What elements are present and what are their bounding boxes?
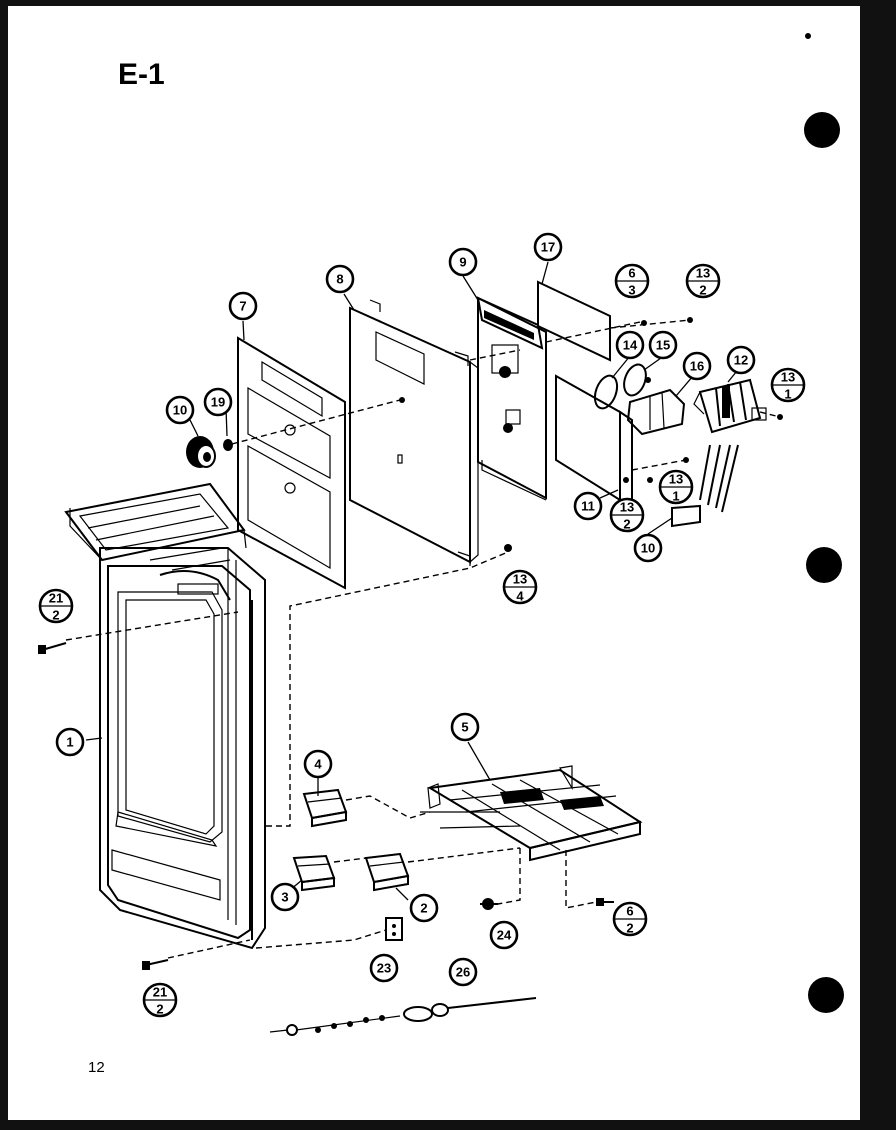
part-screw: [142, 959, 169, 970]
callout-1: 1: [55, 727, 85, 757]
page-number: 12: [88, 1059, 105, 1076]
callout-26: 26: [448, 957, 478, 987]
svg-text:2: 2: [52, 608, 59, 623]
callout-13-1-mid: 131: [658, 469, 694, 505]
svg-text:2: 2: [156, 1002, 163, 1017]
svg-text:4: 4: [516, 589, 524, 604]
svg-text:8: 8: [336, 272, 343, 287]
svg-text:13: 13: [696, 266, 710, 281]
part-mounting-plate: [349, 299, 479, 566]
part-screw: [596, 898, 614, 906]
svg-text:13: 13: [513, 572, 527, 587]
binder-hole: [806, 547, 842, 583]
svg-text:5: 5: [461, 720, 468, 735]
callout-6-3: 63: [614, 263, 650, 299]
part-screw: [38, 642, 67, 654]
svg-text:13: 13: [620, 500, 634, 515]
binder-hole: [808, 977, 844, 1013]
callout-23: 23: [369, 953, 399, 983]
svg-text:19: 19: [211, 395, 225, 410]
svg-text:21: 21: [49, 591, 63, 606]
svg-text:2: 2: [623, 517, 630, 532]
part-probe-chain: [269, 997, 537, 1036]
assembly-guide-lines: [65, 319, 781, 959]
callout-8: 8: [325, 264, 355, 294]
callout-21-2-bottom: 212: [142, 982, 178, 1018]
part-door-frame: [64, 482, 266, 950]
callout-7: 7: [228, 291, 258, 321]
svg-text:11: 11: [581, 499, 595, 514]
callout-6-2: 62: [612, 901, 648, 937]
svg-text:16: 16: [690, 359, 704, 374]
callout-10-knob: 10: [165, 395, 195, 425]
svg-text:6: 6: [626, 904, 633, 919]
corner-mark: [805, 33, 811, 39]
part-switch-assembly: [671, 378, 767, 528]
callout-3: 3: [270, 882, 300, 912]
svg-text:2: 2: [420, 901, 427, 916]
callout-13-2-top: 132: [685, 263, 721, 299]
part-relay: [623, 363, 651, 397]
part-latch-board: [420, 765, 643, 862]
svg-text:15: 15: [656, 338, 670, 353]
callout-16: 16: [682, 351, 712, 381]
svg-text:6: 6: [628, 266, 635, 281]
callout-17: 17: [533, 232, 563, 262]
part-outer-panel: [237, 336, 346, 590]
svg-text:14: 14: [623, 338, 638, 353]
part-transformer: [626, 388, 686, 436]
svg-text:2: 2: [699, 283, 706, 298]
part-switch: [292, 854, 336, 892]
svg-text:7: 7: [239, 299, 246, 314]
callout-11: 11: [573, 491, 603, 521]
part-knob: [186, 436, 216, 468]
svg-text:1: 1: [66, 735, 73, 750]
svg-text:24: 24: [497, 928, 512, 943]
svg-text:9: 9: [459, 255, 466, 270]
svg-text:1: 1: [672, 489, 679, 504]
svg-text:17: 17: [541, 240, 555, 255]
part-switch: [364, 852, 410, 892]
svg-text:2: 2: [626, 921, 633, 936]
callout-15: 15: [648, 330, 678, 360]
part-switch: [302, 788, 348, 828]
svg-text:23: 23: [377, 961, 391, 976]
part-spring: [223, 439, 233, 451]
callout-13-2-mid: 132: [609, 497, 645, 533]
svg-text:13: 13: [781, 370, 795, 385]
svg-text:21: 21: [153, 985, 167, 1000]
svg-text:10: 10: [641, 541, 655, 556]
callout-21-2-left: 212: [38, 588, 74, 624]
part-plug: [385, 917, 403, 941]
svg-text:4: 4: [314, 757, 322, 772]
svg-text:3: 3: [281, 890, 288, 905]
part-clip: [480, 898, 498, 910]
page-title: E-1: [118, 58, 165, 91]
svg-text:13: 13: [669, 472, 683, 487]
callout-9: 9: [448, 247, 478, 277]
svg-text:10: 10: [173, 403, 187, 418]
callout-14: 14: [615, 330, 645, 360]
svg-text:3: 3: [628, 283, 635, 298]
callout-5: 5: [450, 712, 480, 742]
svg-text:12: 12: [734, 353, 748, 368]
callout-13-4: 134: [502, 569, 538, 605]
callout-19: 19: [203, 387, 233, 417]
callout-2: 2: [409, 893, 439, 923]
callout-13-1-right: 131: [770, 367, 806, 403]
part-control-board: [476, 296, 547, 501]
callout-24: 24: [489, 920, 519, 950]
paper: [8, 6, 860, 1120]
part-screw: [647, 477, 653, 483]
callout-10-connector: 10: [633, 533, 663, 563]
callout-4: 4: [303, 749, 333, 779]
part-screw: [504, 544, 512, 552]
svg-text:26: 26: [456, 965, 470, 980]
svg-text:1: 1: [784, 387, 791, 402]
binder-hole: [804, 112, 840, 148]
callout-12: 12: [726, 345, 756, 375]
part-cover-sheet: [537, 280, 611, 362]
